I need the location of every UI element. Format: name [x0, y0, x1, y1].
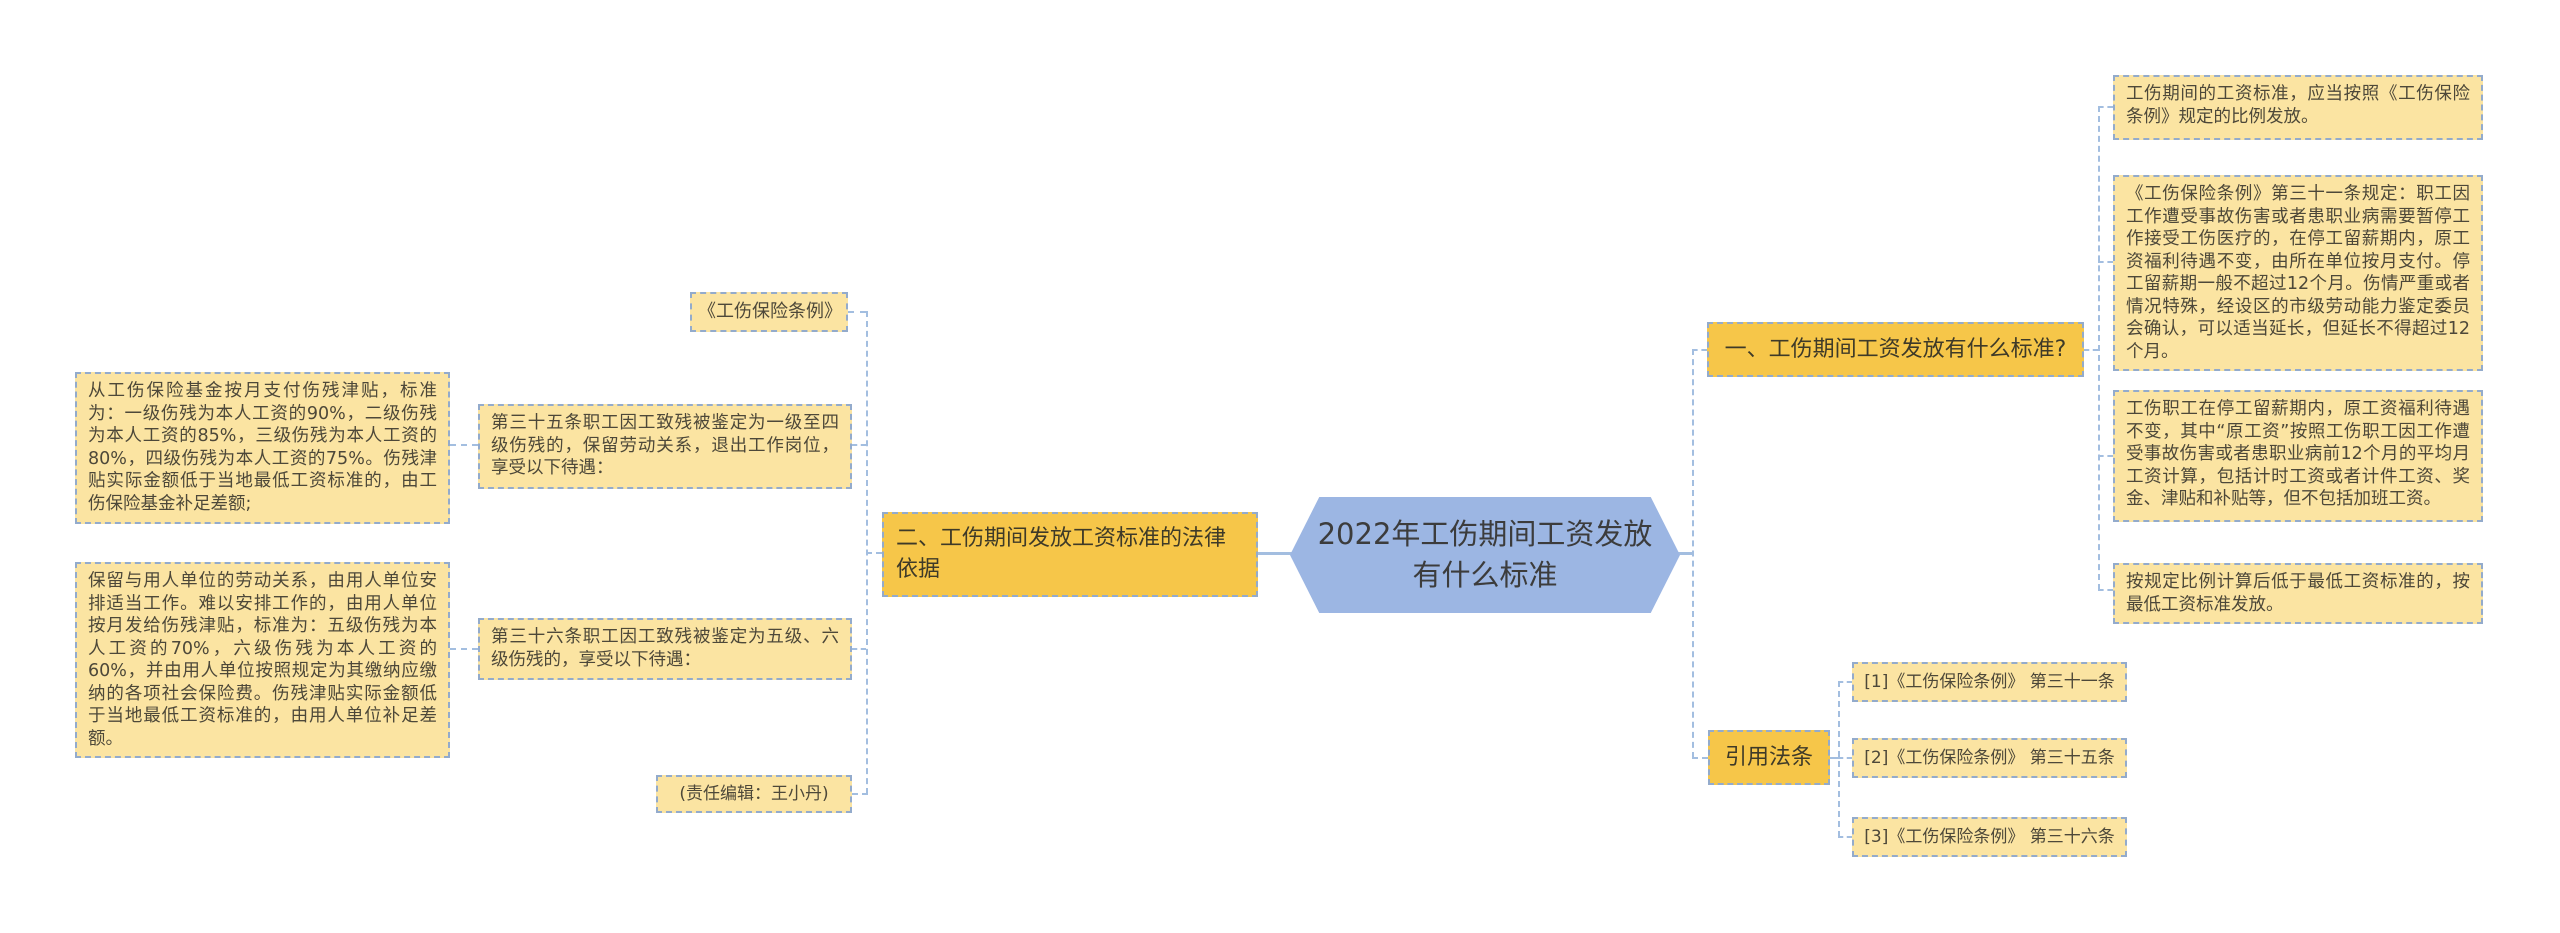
connector	[1692, 349, 1694, 758]
connector	[1692, 757, 1708, 759]
branch-wage-standard: 一、工伤期间工资发放有什么标准?	[1707, 322, 2084, 377]
connector	[2084, 349, 2098, 351]
connector	[1671, 552, 1692, 555]
connector	[450, 648, 478, 650]
connector	[1692, 349, 1707, 351]
connector	[1838, 681, 1840, 837]
connector	[2098, 589, 2113, 591]
branch-cited-laws: 引用法条	[1708, 730, 1830, 785]
connector	[2098, 106, 2113, 108]
connector	[852, 648, 866, 650]
connector	[2098, 455, 2113, 457]
connector	[2098, 106, 2100, 590]
connector	[1838, 757, 1852, 759]
node-regulation-title: 《工伤保险条例》	[690, 292, 848, 332]
node-standard-ratio: 工伤期间的工资标准，应当按照《工伤保险条例》规定的比例发放。	[2113, 75, 2483, 140]
branch-legal-basis: 二、工伤期间发放工资标准的法律依据	[882, 512, 1258, 597]
connector	[852, 444, 866, 446]
root-topic-node: 2022年工伤期间工资发放 有什么标准	[1290, 497, 1680, 613]
connector	[1838, 681, 1852, 683]
connector	[450, 444, 478, 446]
node-citation-1: [1]《工伤保险条例》 第三十一条	[1852, 662, 2127, 702]
node-article36: 第三十六条职工因工致残被鉴定为五级、六级伤残的，享受以下待遇：	[478, 618, 852, 680]
node-article31-rule: 《工伤保险条例》第三十一条规定：职工因工作遭受事故伤害或者患职业病需要暂停工作接…	[2113, 175, 2483, 371]
connector	[852, 793, 868, 795]
connector	[1838, 836, 1852, 838]
node-original-wage: 工伤职工在停工留薪期内，原工资福利待遇不变，其中“原工资”按照工伤职工因工作遭受…	[2113, 390, 2483, 522]
root-topic-line2: 有什么标准	[1412, 558, 1558, 592]
connector	[1258, 552, 1292, 555]
connector	[848, 311, 866, 313]
node-article35-detail: 从工伤保险基金按月支付伤残津贴，标准为：一级伤残为本人工资的90%，二级伤残为本…	[75, 372, 450, 524]
node-article35: 第三十五条职工因工致残被鉴定为一级至四级伤残的，保留劳动关系，退出工作岗位，享受…	[478, 404, 852, 489]
root-topic-line1: 2022年工伤期间工资发放	[1317, 517, 1653, 551]
node-minimum-wage: 按规定比例计算后低于最低工资标准的，按最低工资标准发放。	[2113, 563, 2483, 624]
node-editor: (责任编辑：王小丹)	[656, 775, 852, 813]
node-citation-2: [2]《工伤保险条例》 第三十五条	[1852, 738, 2127, 778]
node-citation-3: [3]《工伤保险条例》 第三十六条	[1852, 817, 2127, 857]
connector	[1830, 757, 1838, 759]
node-article36-detail: 保留与用人单位的劳动关系，由用人单位安排适当工作。难以安排工作的，由用人单位按月…	[75, 562, 450, 758]
connector	[866, 552, 882, 554]
connector	[2098, 261, 2113, 263]
